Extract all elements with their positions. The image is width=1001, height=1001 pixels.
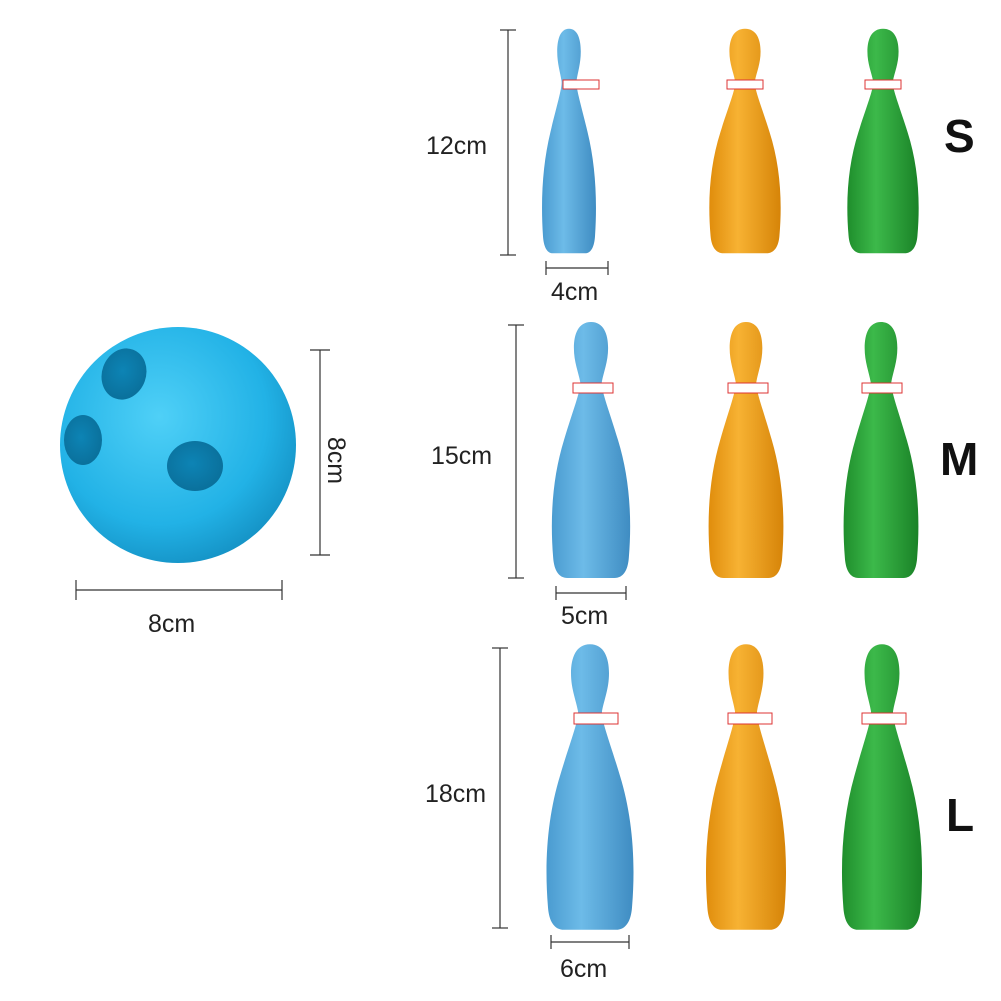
bowling-ball	[60, 327, 296, 563]
row-m-size-label-visible: M	[940, 433, 979, 485]
row-s-width-label: 4cm	[551, 278, 599, 306]
pin-row-m	[551, 322, 919, 578]
row-m-height-label: 15cm	[431, 442, 493, 470]
row-m-width-label: 5cm	[561, 602, 609, 630]
row-s-size-label: S	[944, 110, 975, 162]
row-l-width-label: 6cm	[560, 955, 608, 983]
ball-width-label: 8cm	[148, 610, 196, 638]
row-s-height-label: 12cm	[426, 132, 488, 160]
pin-row-l	[546, 644, 923, 930]
ball-dimension-lines	[75, 349, 330, 600]
row-l-height-label: 18cm	[425, 780, 487, 808]
pin-dimension-lines	[492, 29, 630, 949]
ball-height-label: 8cm	[322, 436, 351, 485]
pin-row-s	[542, 28, 919, 254]
row-l-size-label: L	[946, 789, 975, 841]
